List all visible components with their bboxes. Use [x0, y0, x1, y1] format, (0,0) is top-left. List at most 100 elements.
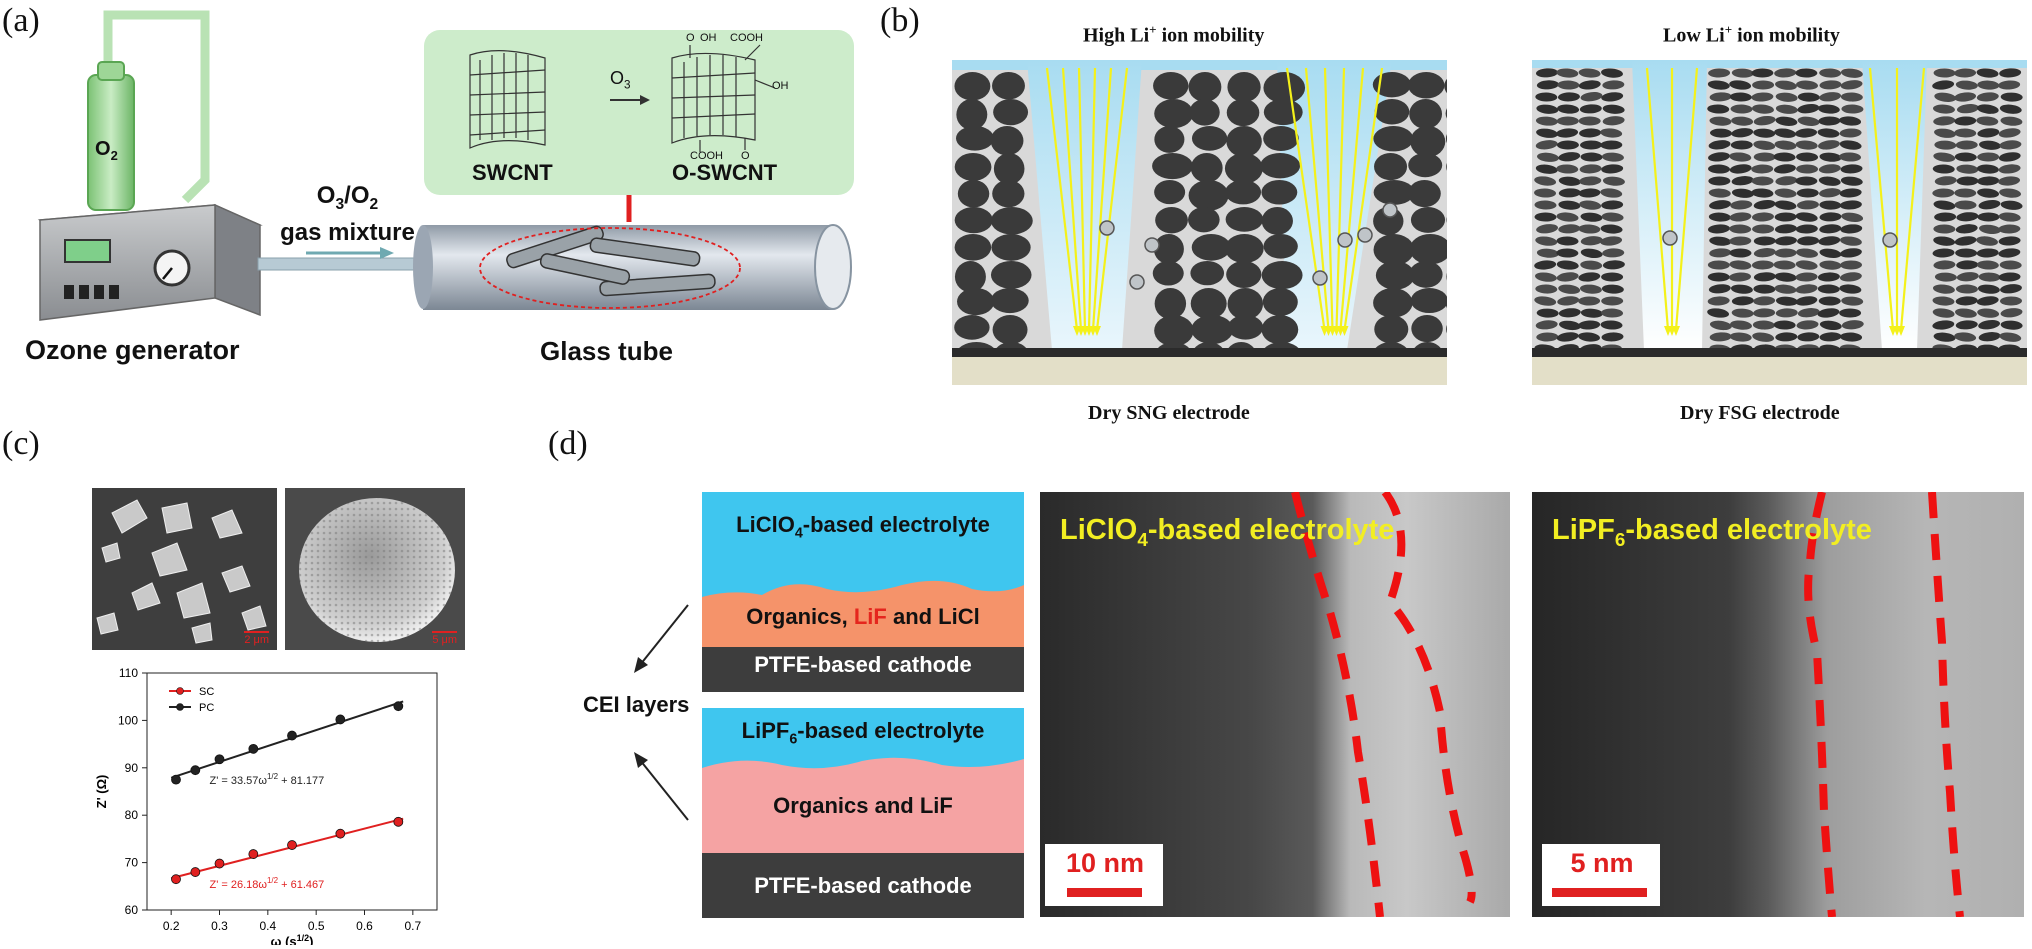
graphite-particle	[1227, 288, 1264, 320]
cei-layers-label: CEI layers	[583, 692, 690, 717]
flake-particle	[1601, 332, 1624, 342]
flake-particle	[1751, 92, 1774, 102]
group-o-bottom: O	[741, 150, 750, 162]
flake-particle	[1999, 296, 2022, 306]
group-o-top: O	[686, 32, 695, 44]
flake-particle	[1934, 92, 1957, 102]
sem-image-single-crystal: 2 μm	[92, 488, 277, 650]
graphite-particle	[954, 207, 993, 234]
flake-particle	[1932, 188, 1955, 198]
tem-right-title: LiPF6-based electrolyte	[1552, 514, 1872, 550]
flake-particle	[1955, 248, 1978, 258]
graphite-particle	[1410, 207, 1446, 233]
flake-particle	[1535, 68, 1558, 78]
graphite-particle	[1153, 234, 1184, 265]
li-ion	[1357, 227, 1373, 243]
flake-particle	[1954, 68, 1977, 78]
flake-particle	[1534, 296, 1557, 306]
flake-particle	[1818, 296, 1841, 306]
data-point-pc	[214, 754, 225, 765]
flake-particle	[1535, 116, 1558, 126]
flake-particle	[1817, 308, 1840, 318]
ion-flow-arrow	[1339, 67, 1365, 331]
flake-particle	[1753, 152, 1776, 162]
flake-particle	[1729, 80, 1752, 90]
flake-particle	[1933, 152, 1956, 162]
flake-particle	[1797, 236, 1820, 246]
graphite-particle	[1408, 180, 1441, 208]
legend-marker-sc	[176, 687, 184, 695]
flake-particle	[1751, 164, 1774, 174]
flake-particle	[1536, 80, 1559, 90]
flake-particle	[1775, 332, 1798, 342]
flake-particle	[1979, 140, 2001, 150]
flake-particle	[1840, 164, 1863, 174]
data-point-sc	[335, 828, 346, 839]
li-ion	[1099, 220, 1115, 236]
tem-left-scalebar: 10 nm	[1045, 844, 1163, 906]
y-tick-label: 70	[125, 856, 139, 870]
flake-particle	[1753, 296, 1776, 306]
flake-particle	[1976, 236, 1998, 246]
flake-particle	[1795, 128, 1818, 138]
flake-particle	[1839, 140, 1862, 150]
flake-particle	[1580, 260, 1603, 270]
li-ion	[1144, 237, 1160, 253]
flake-particle	[1840, 68, 1863, 78]
flake-particle	[1819, 92, 1842, 102]
flake-particle	[1775, 104, 1798, 114]
flake-particle	[1774, 212, 1797, 222]
flake-particle	[1976, 296, 1999, 306]
left-electrode-title: High Li+ ion mobility	[1083, 22, 1265, 47]
flake-particle	[1934, 140, 1957, 150]
flake-particle	[1579, 104, 1602, 114]
graphite-particle	[1263, 99, 1303, 126]
flake-particle	[1557, 104, 1580, 114]
flake-particle	[1707, 224, 1730, 234]
flake-particle	[1559, 320, 1581, 331]
graphite-particle	[1191, 126, 1228, 151]
flake-particle	[1955, 320, 1978, 330]
graphite-particle	[957, 180, 990, 208]
flake-particle	[1954, 92, 1977, 102]
flake-particle	[1977, 176, 2000, 186]
top-cathode-label: PTFE-based cathode	[754, 652, 972, 677]
flake-particle	[1535, 272, 1557, 282]
ion-flow-arrow	[1335, 67, 1346, 331]
flake-particle	[1796, 164, 1819, 174]
flake-particle	[1580, 92, 1603, 102]
flake-particle	[1535, 92, 1558, 102]
li-ion	[1312, 270, 1328, 286]
flake-particle	[1998, 80, 2021, 90]
flake-particle	[1840, 224, 1863, 234]
ion-flow-arrow	[1899, 67, 1926, 331]
graphite-particle	[1262, 288, 1298, 316]
swcnt-label: SWCNT	[472, 160, 553, 185]
flake-particle	[1976, 260, 1999, 270]
flake-particle	[1729, 248, 1752, 258]
flake-particle	[1956, 176, 1979, 186]
flake-particle	[1535, 164, 1558, 174]
flake-particle	[1578, 116, 1601, 126]
graphite-particle	[1446, 324, 1447, 334]
flake-particle	[1578, 68, 1601, 78]
nanotube-highlight	[479, 227, 741, 309]
flake-particle	[1536, 128, 1558, 138]
flake-particle	[1731, 116, 1754, 126]
flake-particle	[1753, 308, 1776, 318]
flake-particle	[1730, 140, 1753, 150]
cei-stack-liclo4: LiClO4-based electrolyte Organics, LiF a…	[702, 492, 1024, 692]
flake-particle	[1558, 188, 1581, 198]
group-oh-top: OH	[700, 32, 717, 44]
graphite-particle	[1190, 288, 1227, 320]
flake-particle	[1752, 80, 1775, 90]
flake-particle	[1731, 296, 1754, 306]
graphite-particle	[1225, 207, 1264, 232]
graphite-particle	[1154, 180, 1186, 205]
ion-flow-arrow	[1304, 67, 1330, 331]
flake-particle	[1818, 116, 1841, 126]
flake-particle	[1558, 176, 1581, 186]
flake-particle	[1578, 80, 1601, 90]
graphite-particle	[1446, 272, 1447, 281]
flake-particle	[1752, 332, 1775, 342]
